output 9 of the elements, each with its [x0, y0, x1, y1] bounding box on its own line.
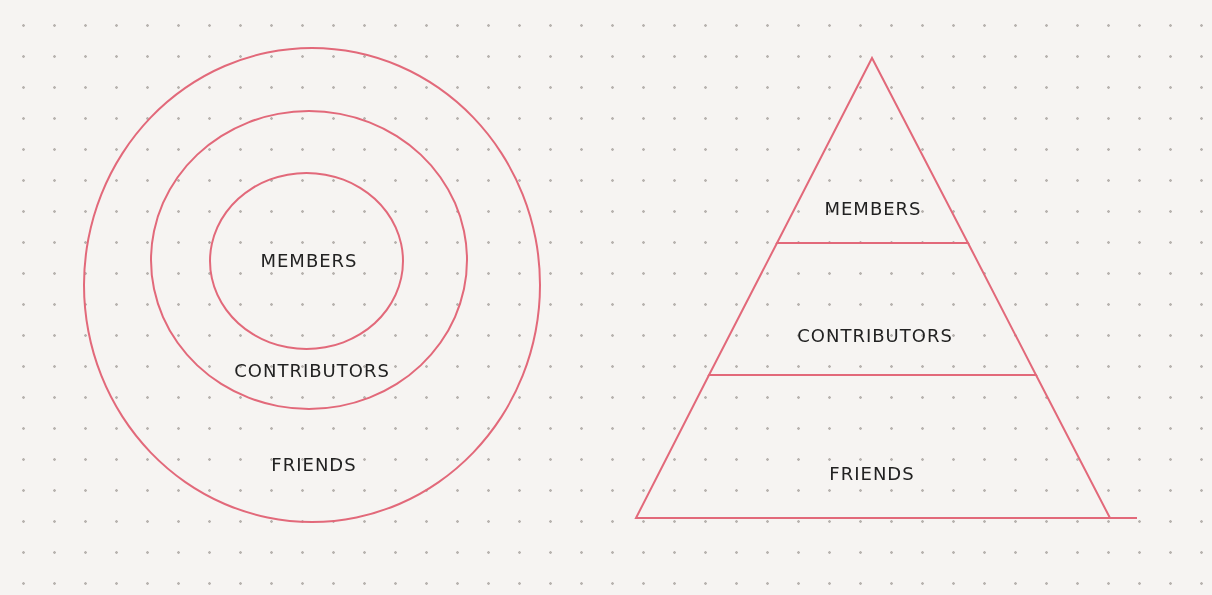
ring-label: FRIENDS [271, 454, 357, 475]
band-label: FRIENDS [829, 463, 915, 484]
middle-circle [150, 110, 468, 410]
band-label: MEMBERS [824, 198, 922, 219]
outer-circle [83, 47, 541, 523]
inner-circle [209, 172, 404, 350]
ring-label: CONTRIBUTORS [234, 360, 390, 381]
ring-label: MEMBERS [260, 250, 358, 271]
band-label: CONTRIBUTORS [797, 325, 953, 346]
